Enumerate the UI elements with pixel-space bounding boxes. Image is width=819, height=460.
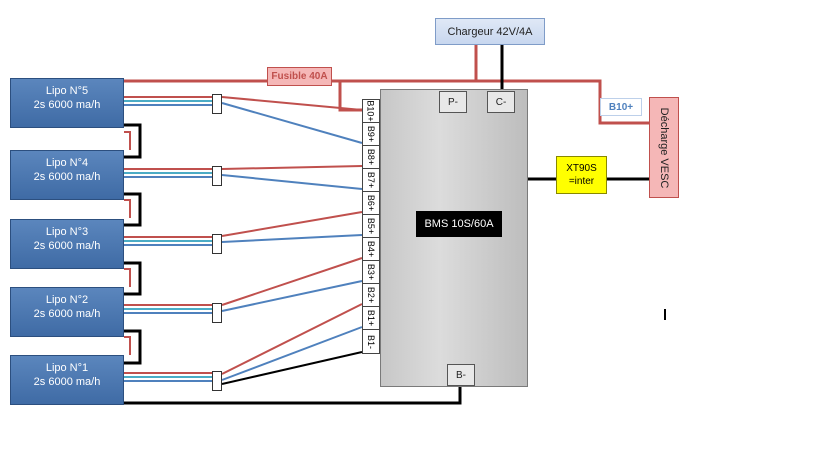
text-cursor bbox=[664, 309, 666, 320]
lipo-pack-2: Lipo N°2 2s 6000 ma/h bbox=[10, 287, 124, 337]
lipo-name: Lipo N°4 bbox=[45, 157, 89, 169]
lipo-pack-1: Lipo N°1 2s 6000 ma/h bbox=[10, 355, 124, 405]
bms-label: BMS 10S/60A bbox=[416, 211, 502, 237]
lipo-pack-4: Lipo N°4 2s 6000 ma/h bbox=[10, 150, 124, 200]
series-link-4-3 bbox=[124, 192, 142, 227]
p-minus-pad: P- bbox=[439, 91, 467, 113]
series-link-3-2 bbox=[124, 261, 142, 296]
balance-pin: B2+ bbox=[363, 284, 379, 307]
balance-pin: B3+ bbox=[363, 261, 379, 284]
balance-pin: B1+ bbox=[363, 307, 379, 330]
xt90-switch-box: XT90S =inter bbox=[556, 156, 607, 194]
balance-pin: B10+ bbox=[363, 100, 379, 123]
xt90-line1: XT90S bbox=[566, 163, 597, 174]
balance-pin: B1- bbox=[365, 334, 376, 349]
lipo-name: Lipo N°5 bbox=[45, 85, 89, 97]
series-link-3-2b bbox=[124, 268, 131, 287]
lipo-capacity: 2s 6000 ma/h bbox=[33, 171, 101, 183]
lipo-capacity: 2s 6000 ma/h bbox=[33, 240, 101, 252]
lipo-name: Lipo N°1 bbox=[45, 362, 89, 374]
balance-pin: B4+ bbox=[363, 238, 379, 261]
balance-connector-2 bbox=[212, 303, 222, 323]
balance-pin: B6+ bbox=[363, 192, 379, 215]
balance-connector-1 bbox=[212, 371, 222, 391]
balance-pin: B5+ bbox=[363, 215, 379, 238]
lipo-pack-5: Lipo N°5 2s 6000 ma/h bbox=[10, 78, 124, 128]
series-link-5-4 bbox=[124, 123, 142, 159]
lipo-capacity: 2s 6000 ma/h bbox=[33, 99, 101, 111]
balance-pin: B7+ bbox=[363, 169, 379, 192]
series-link-5-4b bbox=[124, 131, 131, 150]
vesc-output-box: Décharge VESC bbox=[649, 97, 679, 198]
balance-pin: B9+ bbox=[363, 123, 379, 146]
lipo-name: Lipo N°2 bbox=[45, 294, 89, 306]
series-link-2-1b bbox=[124, 336, 131, 355]
bms-board bbox=[380, 89, 528, 387]
series-link-2-1 bbox=[124, 329, 142, 365]
lipo-pack-3: Lipo N°3 2s 6000 ma/h bbox=[10, 219, 124, 269]
b10-tag: B10+ bbox=[600, 98, 642, 116]
c-minus-pad: C- bbox=[487, 91, 515, 113]
balance-connector-3 bbox=[212, 234, 222, 254]
balance-connector-5 bbox=[212, 94, 222, 114]
fuse-label: Fusible 40A bbox=[267, 67, 332, 86]
xt90-line2: =inter bbox=[568, 176, 595, 187]
balance-connector-4 bbox=[212, 166, 222, 186]
b10-to-bms-wire bbox=[338, 81, 362, 112]
lipo-name: Lipo N°3 bbox=[45, 226, 89, 238]
vesc-label: Décharge VESC bbox=[658, 107, 670, 188]
b-minus-pad: B- bbox=[447, 364, 475, 386]
lipo-capacity: 2s 6000 ma/h bbox=[33, 376, 101, 388]
charger-box: Chargeur 42V/4A bbox=[435, 18, 545, 45]
lipo-capacity: 2s 6000 ma/h bbox=[33, 308, 101, 320]
balance-pin: B8+ bbox=[363, 146, 379, 169]
balance-pin-header: B10+ B9+ B8+ B7+ B6+ B5+ B4+ B3+ B2+ B1+… bbox=[362, 99, 380, 354]
b-minus-wire bbox=[124, 386, 462, 405]
series-link-4-3b bbox=[124, 199, 131, 218]
